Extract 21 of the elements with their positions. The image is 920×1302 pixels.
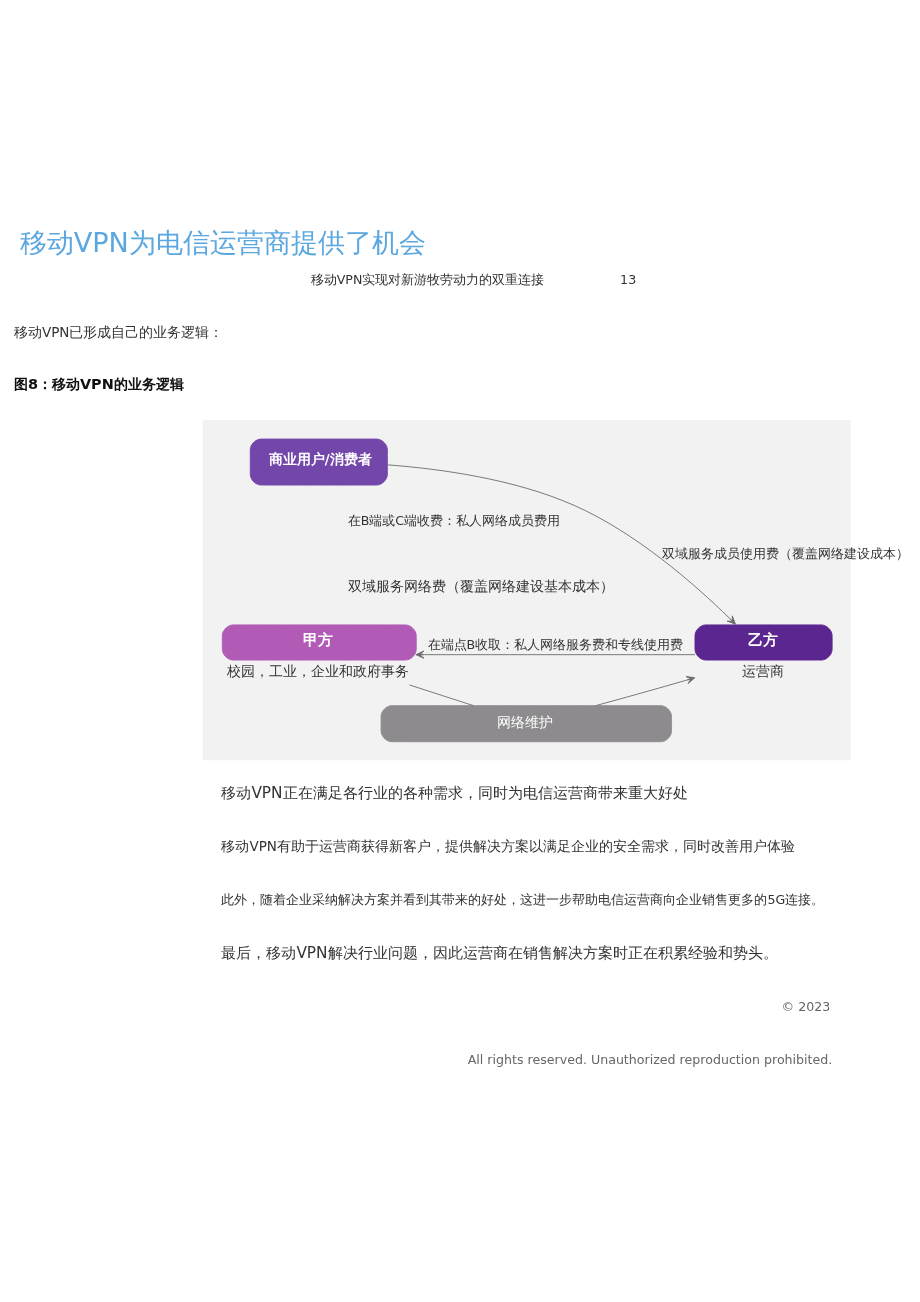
label: 移动VPN实现对新游牧劳动力的双重连接 <box>310 271 545 287</box>
label: 移动VPN正在满足各行业的各种需求，同时为电信运营商带来重大好处 <box>221 783 688 802</box>
label: 此外，随着企业采纳解决方案并看到其带来的好处，这进一步帮助电信运营商向企业销售更多的5G连接。 <box>221 891 825 907</box>
label: 13 <box>620 271 637 287</box>
label: 最后，移动VPN解决行业问题，因此运营商在销售解决方案时正在积累经验和势头。 <box>221 943 778 962</box>
label: © 2023 <box>781 998 831 1014</box>
node-label: 校园，工业，企业和政府事务 <box>226 662 409 679</box>
diagram-title: 移动VPN为电信运营商提供了机会 <box>19 226 426 258</box>
label: 移动VPN有助于运营商获得新客户，提供解决方案以满足企业的安全需求，同时改善用户体验 <box>221 837 795 854</box>
arrow <box>387 463 736 625</box>
label: 图8：移动VPN的业务逻辑 <box>13 375 184 392</box>
label: 在B端或C端收费：私人网络成员费用 <box>347 512 561 528</box>
node-label: 运营商 <box>741 662 784 679</box>
connector <box>409 684 474 706</box>
arrow <box>595 675 696 706</box>
edge-label: 双域服务成员使用费（覆盖网络建设成本） <box>662 545 910 561</box>
label: All rights reserved. Unauthorized reproduction prohibited. <box>467 1051 833 1067</box>
arrow <box>415 650 696 659</box>
label: 移动VPN已形成自己的业务逻辑： <box>13 323 224 340</box>
edge-label: 在端点B收取：私人网络服务费和专线使用费 <box>427 636 684 652</box>
label: 双域服务网络费（覆盖网络建设基本成本） <box>347 577 614 594</box>
